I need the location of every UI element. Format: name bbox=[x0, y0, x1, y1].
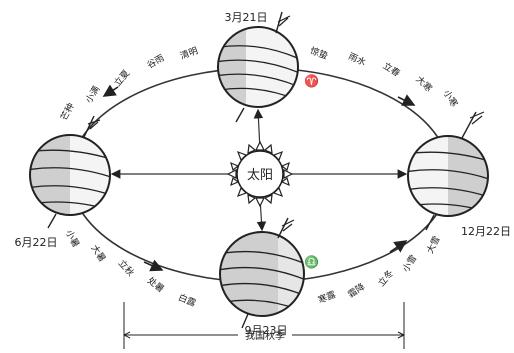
solar-term-label: 小暑 bbox=[63, 228, 81, 249]
solar-terms-upper-right: 惊蛰雨水立春大寒小寒 bbox=[309, 44, 461, 109]
solar-term-label: 立冬 bbox=[375, 267, 396, 289]
date-label-june: 6月22日 bbox=[15, 236, 58, 249]
solar-term-label: 立春 bbox=[381, 60, 403, 80]
solar-term-label: 芒种 bbox=[58, 101, 77, 123]
solar-term-label: 谷雨 bbox=[145, 53, 166, 72]
solar-term-label: 立秋 bbox=[116, 257, 137, 278]
earth-december-solstice bbox=[404, 112, 492, 230]
solar-term-label: 大寒 bbox=[413, 73, 434, 94]
solar-term-label: 清明 bbox=[178, 44, 199, 61]
solar-term-label: 大暑 bbox=[88, 242, 108, 264]
solar-term-label: 霜降 bbox=[345, 281, 367, 301]
sun-label: 太阳 bbox=[247, 168, 273, 183]
spring-equinox-symbol: ♈ bbox=[304, 74, 319, 88]
solar-term-label: 雨水 bbox=[347, 50, 368, 68]
solar-term-label: 小寒 bbox=[441, 88, 461, 110]
autumn-equinox-symbol: ♎ bbox=[304, 255, 319, 269]
solar-term-label: 立夏 bbox=[111, 67, 132, 89]
solar-term-label: 白露 bbox=[177, 291, 198, 309]
autumn-caption: 我国秋季 bbox=[245, 329, 285, 342]
earth-september-equinox bbox=[218, 218, 308, 328]
solar-term-label: 寒露 bbox=[316, 288, 337, 306]
solar-term-label: 处暑 bbox=[145, 274, 167, 295]
solar-term-label: 小雪 bbox=[400, 253, 419, 274]
solar-term-label: 大雪 bbox=[424, 234, 443, 255]
sun: 太阳 bbox=[228, 142, 292, 206]
earth-june-solstice bbox=[26, 116, 114, 228]
solar-terms-upper-left: 芒种小满立夏谷雨清明 bbox=[58, 44, 200, 122]
earth-march-equinox bbox=[214, 12, 302, 122]
solar-term-label: 惊蛰 bbox=[309, 44, 330, 61]
solar-terms-lower-right: 寒露霜降立冬小雪大雪 bbox=[316, 234, 442, 306]
date-label-december: 12月22日 bbox=[461, 225, 511, 238]
solar-term-label: 小满 bbox=[83, 84, 102, 105]
date-label-march: 3月21日 bbox=[225, 11, 268, 24]
